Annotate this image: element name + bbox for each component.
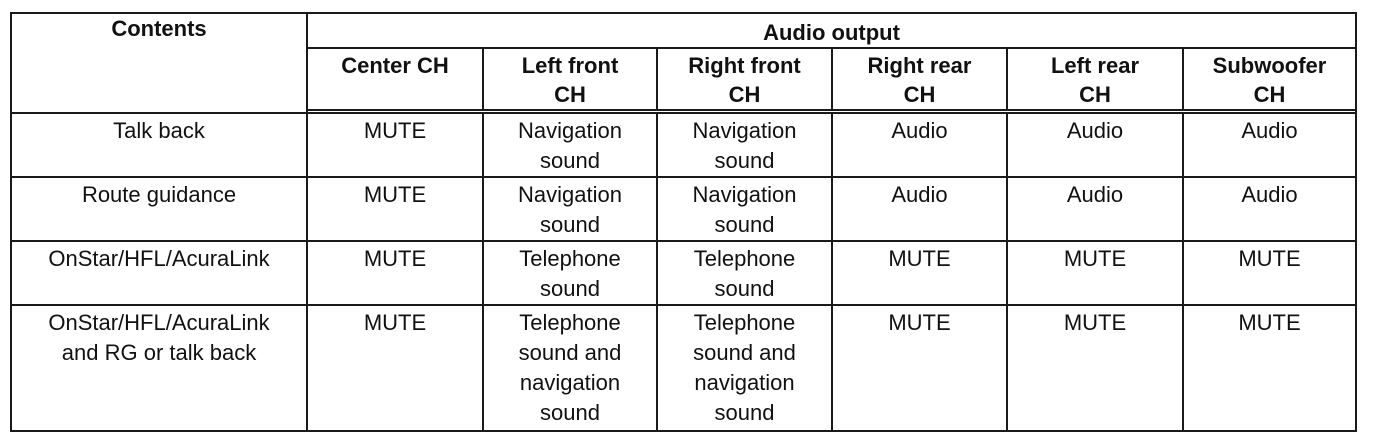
- center-ch-cell: MUTE: [306, 240, 484, 306]
- table-row: Route guidance MUTE Navigation sound Nav…: [10, 176, 1357, 242]
- column-header-subwoofer-ch: Subwoofer CH: [1182, 47, 1357, 111]
- column-header-right-rear-ch: Right rear CH: [831, 47, 1008, 111]
- left-front-ch-cell: Telephone sound: [482, 240, 658, 306]
- right-front-ch-cell: Navigation sound: [656, 112, 833, 178]
- contents-header-spacer: [10, 110, 308, 114]
- center-ch-cell: MUTE: [306, 112, 484, 178]
- table-row: OnStar/HFL/AcuraLink MUTE Telephone soun…: [10, 240, 1357, 306]
- row-contents-cell: OnStar/HFL/AcuraLink: [10, 240, 308, 306]
- contents-header: Contents: [10, 12, 308, 110]
- right-rear-ch-cell: Audio: [831, 112, 1008, 178]
- column-header-left-rear-ch: Left rear CH: [1006, 47, 1184, 111]
- table-row: Talk back MUTE Navigation sound Navigati…: [10, 112, 1357, 178]
- right-front-ch-cell: Telephone sound: [656, 240, 833, 306]
- left-rear-ch-cell: Audio: [1006, 112, 1184, 178]
- subwoofer-ch-cell: Audio: [1182, 176, 1357, 242]
- row-contents-cell: Route guidance: [10, 176, 308, 242]
- audio-output-table: Contents Audio output Center CH Left fro…: [10, 12, 1357, 432]
- left-rear-ch-cell: MUTE: [1006, 304, 1184, 432]
- row-contents-cell: OnStar/HFL/AcuraLink and RG or talk back: [10, 304, 308, 432]
- subwoofer-ch-cell: MUTE: [1182, 240, 1357, 306]
- header-rule-spacer: [306, 110, 1357, 114]
- left-front-ch-cell: Telephone sound and navigation sound: [482, 304, 658, 432]
- right-rear-ch-cell: Audio: [831, 176, 1008, 242]
- subwoofer-ch-cell: MUTE: [1182, 304, 1357, 432]
- right-rear-ch-cell: MUTE: [831, 304, 1008, 432]
- audio-output-header: Audio output: [306, 12, 1357, 49]
- row-contents-cell: Talk back: [10, 112, 308, 178]
- right-rear-ch-cell: MUTE: [831, 240, 1008, 306]
- left-rear-ch-cell: Audio: [1006, 176, 1184, 242]
- column-header-left-front-ch: Left front CH: [482, 47, 658, 111]
- left-front-ch-cell: Navigation sound: [482, 112, 658, 178]
- column-header-right-front-ch: Right front CH: [656, 47, 833, 111]
- right-front-ch-cell: Telephone sound and navigation sound: [656, 304, 833, 432]
- column-header-center-ch: Center CH: [306, 47, 484, 111]
- center-ch-cell: MUTE: [306, 176, 484, 242]
- subwoofer-ch-cell: Audio: [1182, 112, 1357, 178]
- table-row: OnStar/HFL/AcuraLink and RG or talk back…: [10, 304, 1357, 432]
- left-front-ch-cell: Navigation sound: [482, 176, 658, 242]
- left-rear-ch-cell: MUTE: [1006, 240, 1184, 306]
- center-ch-cell: MUTE: [306, 304, 484, 432]
- right-front-ch-cell: Navigation sound: [656, 176, 833, 242]
